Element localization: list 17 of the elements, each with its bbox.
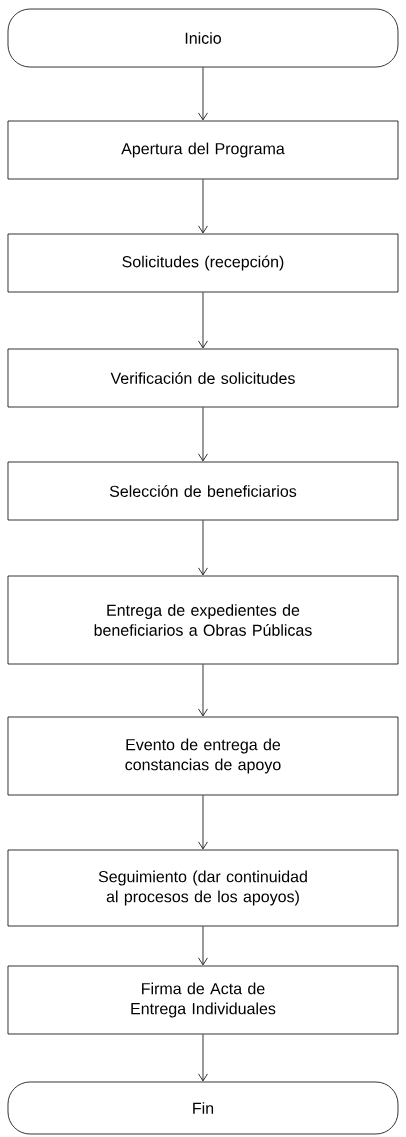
arrow xyxy=(198,67,208,121)
arrow xyxy=(198,292,208,349)
arrow xyxy=(198,520,208,576)
arrow xyxy=(198,407,208,462)
process-box: Apertura del Programa xyxy=(7,120,399,180)
process-box: Selección de beneficiarios xyxy=(7,461,399,521)
arrow xyxy=(198,795,208,850)
process-box: Evento de entrega de constancias de apoyo xyxy=(7,716,399,796)
process-box: Firma de Acta de Entrega Individuales xyxy=(7,965,399,1035)
arrow xyxy=(198,1034,208,1082)
process-box: Verificación de solicitudes xyxy=(7,348,399,408)
process-box: Solicitudes (recepción) xyxy=(7,233,399,293)
arrow xyxy=(198,664,208,717)
arrow xyxy=(198,926,208,966)
process-box: Seguimiento (dar continuidad al procesos de los apoyos) xyxy=(7,849,399,927)
arrow xyxy=(198,179,208,234)
process-box: Entrega de expedientes de beneficiarios a Obras Públicas xyxy=(7,575,399,665)
